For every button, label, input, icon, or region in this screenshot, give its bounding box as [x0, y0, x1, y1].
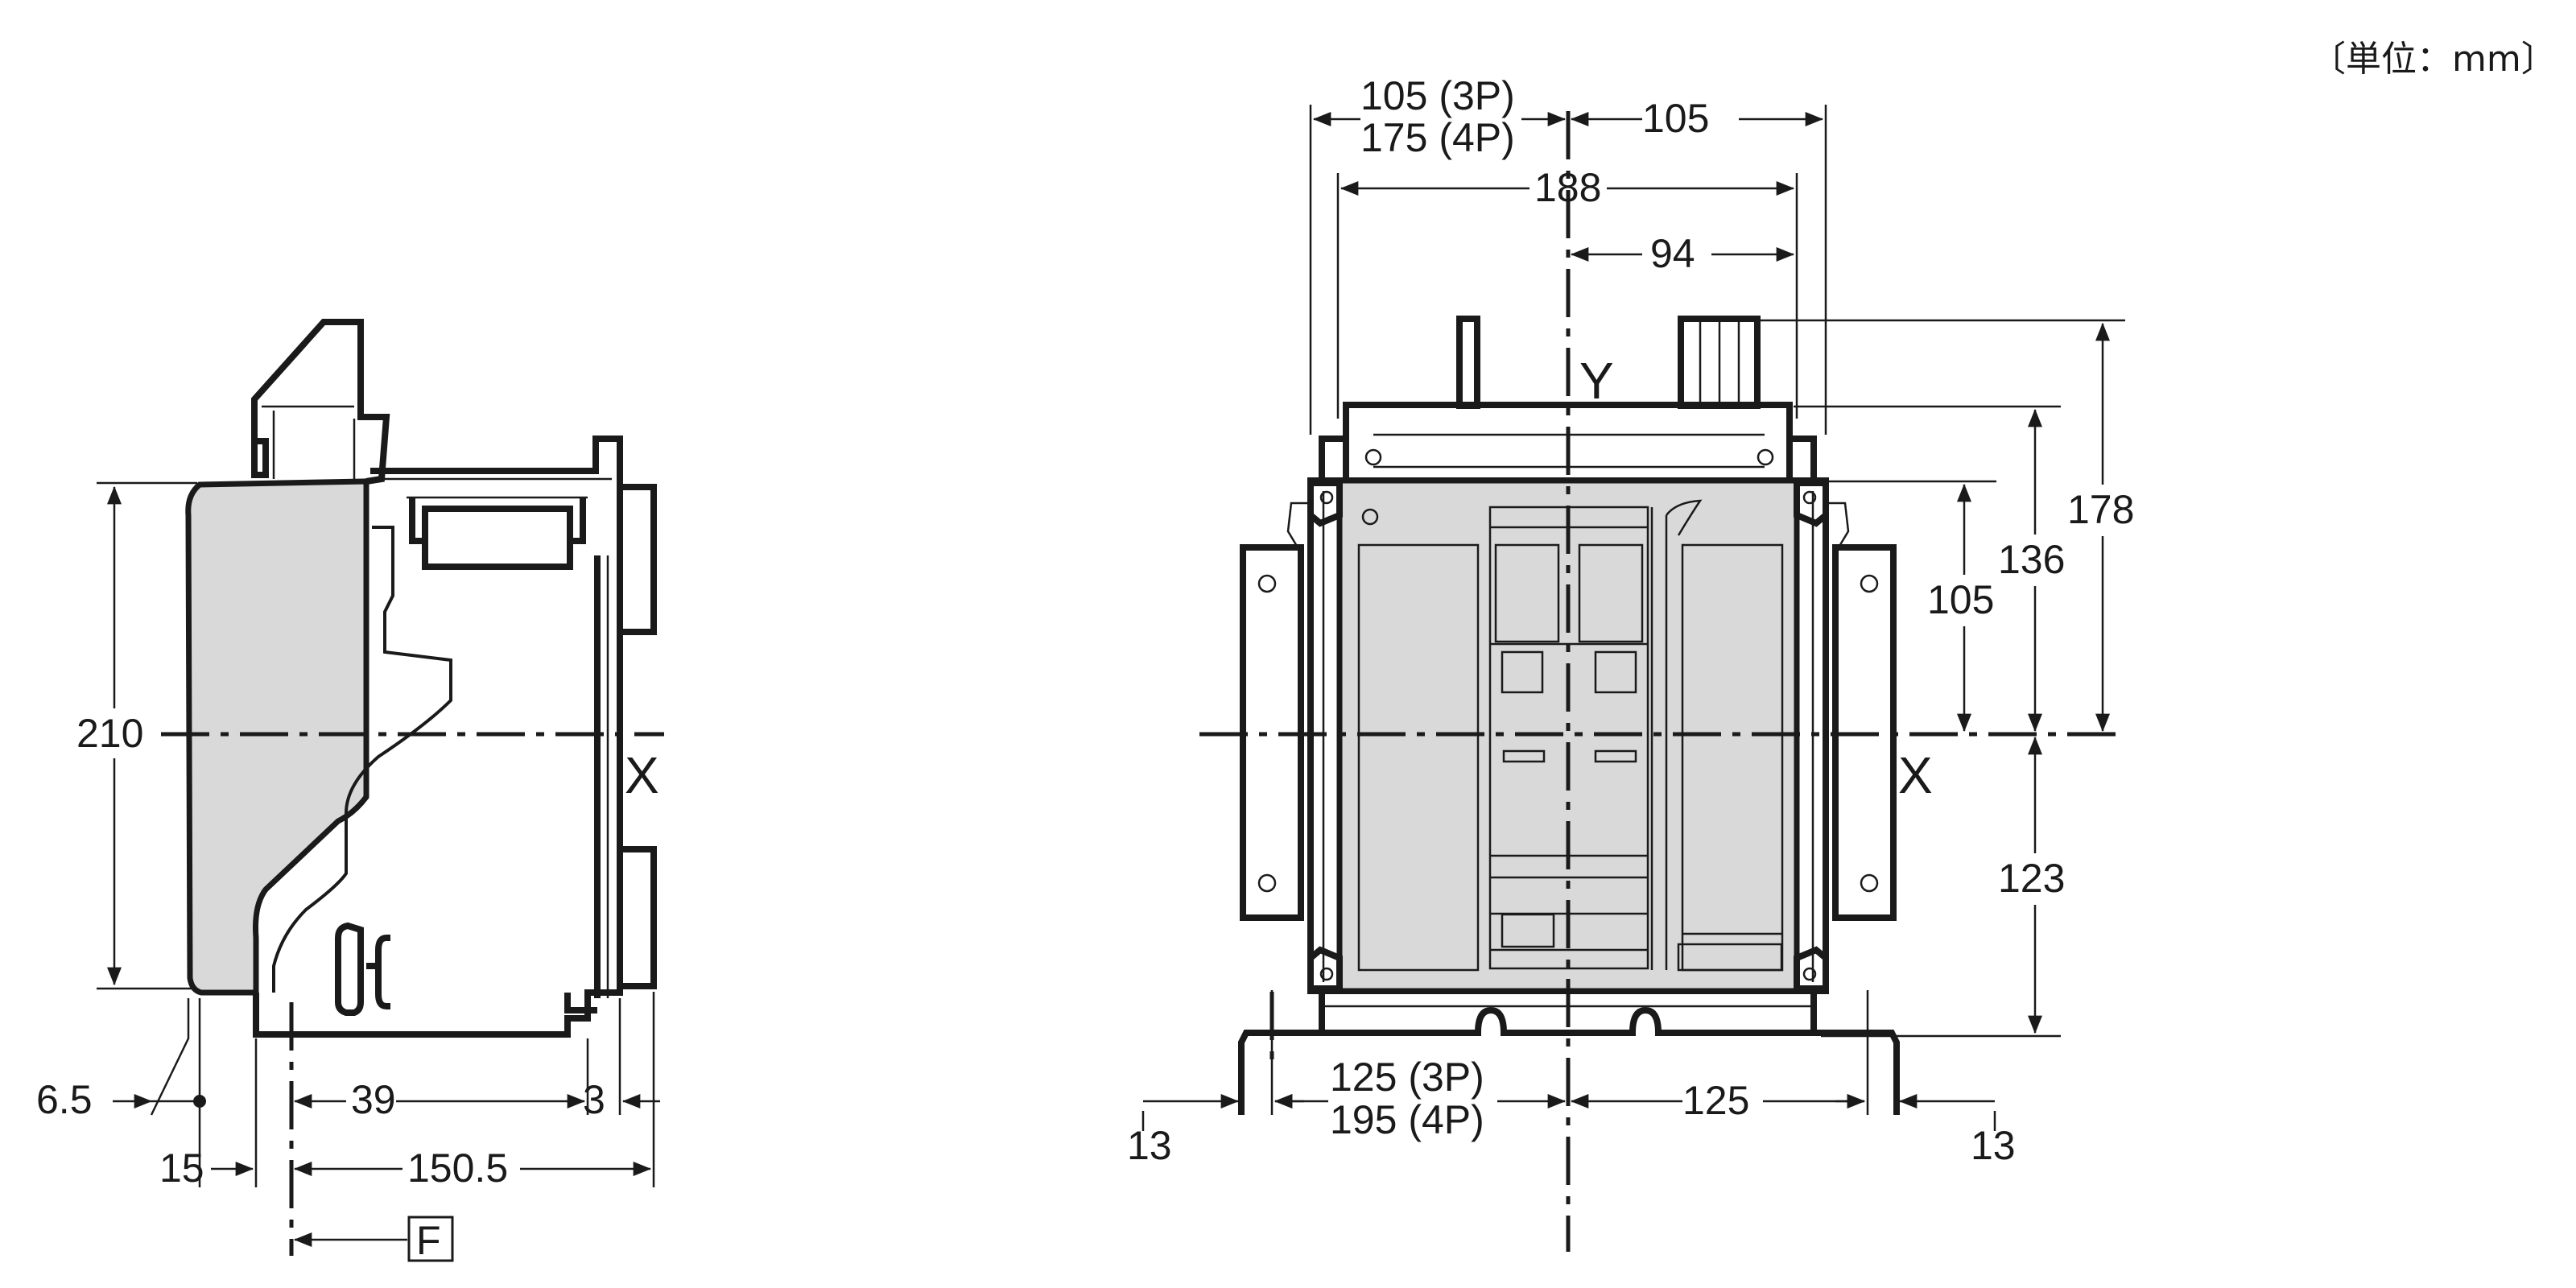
front-view: Y X 105 (3P) 175 (4P) 105 188 94 178 [1127, 73, 2143, 1252]
front-base [1319, 991, 1817, 1036]
side-rear-terminal-lower [620, 846, 657, 989]
dim-bottom-left-3p: 125 (3P) [1330, 1055, 1484, 1100]
dim-height-123: 123 [1998, 856, 2065, 901]
dim-offset-6-5: 6.5 [36, 1077, 93, 1122]
front-top-housing [1343, 402, 1793, 481]
front-lower-label [1501, 913, 1555, 948]
dim-top-left-4p: 175 (4P) [1360, 115, 1515, 160]
front-axis-y-label: Y [1579, 352, 1614, 410]
dim-depth-39: 39 [351, 1077, 396, 1122]
front-handle-left [1456, 316, 1480, 409]
dim-height-105: 105 [1927, 577, 1994, 622]
dim-width-94: 94 [1650, 231, 1695, 276]
front-corner-bracket-tl [1307, 480, 1343, 527]
front-handle-right [1678, 316, 1761, 409]
unit-label: 〔単位：mm〕 [2310, 39, 2557, 80]
dim-top-left-3p: 105 (3P) [1360, 73, 1515, 118]
dim-bottom-right-125: 125 [1682, 1078, 1749, 1123]
dim-top-right-105: 105 [1642, 96, 1709, 141]
side-view: X 210 6.5 39 3 15 150.5 [36, 319, 664, 1263]
front-indicator-left [1501, 650, 1544, 694]
dim-height-178: 178 [2067, 487, 2134, 532]
dim-height-210: 210 [76, 711, 143, 756]
dim-height-136: 136 [1998, 537, 2065, 582]
side-body-outline [253, 436, 623, 1038]
side-front-panel [185, 478, 369, 996]
front-indicator-right [1594, 650, 1637, 694]
side-rear-terminal-upper [620, 484, 657, 635]
dim-foot-left-13: 13 [1127, 1123, 1172, 1168]
dim-offset-15: 15 [159, 1146, 204, 1191]
side-axis-x-label: X [625, 746, 659, 804]
dim-width-188: 188 [1534, 165, 1601, 210]
front-reference-label: F [416, 1218, 441, 1263]
dim-bottom-left-4p: 195 (4P) [1330, 1097, 1484, 1142]
side-bracket [366, 935, 390, 1009]
dim-depth-150-5: 150.5 [407, 1146, 508, 1191]
front-axis-x-label: X [1898, 746, 1933, 804]
dim-foot-right-13: 13 [1971, 1123, 2016, 1168]
front-reference-box [407, 1216, 454, 1262]
dim-depth-3: 3 [583, 1077, 605, 1122]
